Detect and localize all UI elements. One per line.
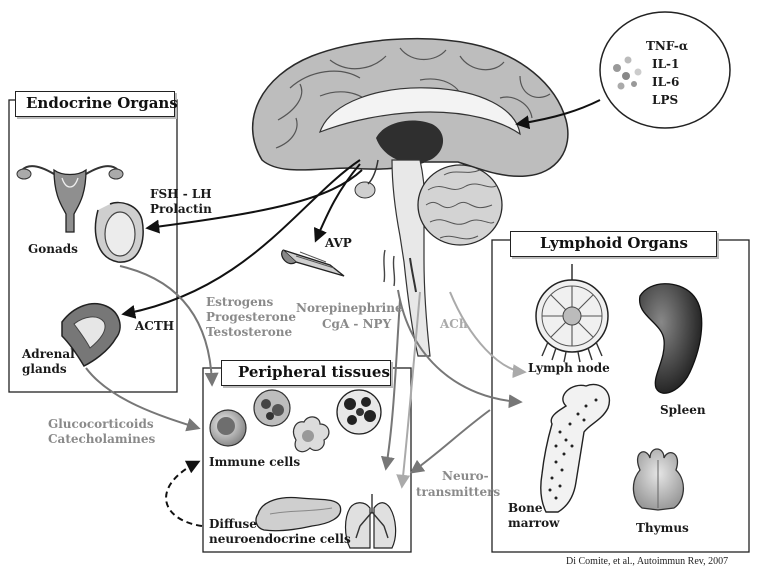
diffuse-label-line2: neuroendocrine cells — [209, 532, 351, 546]
cytokine-circle — [599, 11, 731, 129]
arrow-gonads-peripheral — [119, 265, 219, 387]
neuro-label: Neuro- — [442, 469, 489, 483]
ach-label: ACh — [440, 317, 468, 331]
gyri-lines — [275, 47, 551, 149]
thymus-label: Thymus — [636, 521, 689, 535]
norepinephrine-label: Norepinephrine — [296, 301, 403, 315]
thymus-illustration — [632, 448, 684, 511]
spinal-cord — [409, 257, 417, 293]
pituitary — [354, 181, 376, 199]
pituitary-stalk — [367, 159, 379, 185]
progesterone-label: Progesterone — [206, 310, 296, 324]
arrow-ne-lymphoid — [397, 289, 523, 409]
lymph-node-label: Lymph node — [528, 361, 610, 375]
cytokine-particles — [613, 56, 642, 90]
endocrine-title: Endocrine Organs — [26, 94, 178, 112]
cerebellum — [417, 164, 503, 246]
cytokine-il6: IL-6 — [652, 75, 680, 89]
acth-label: ACTH — [135, 319, 175, 333]
diffuse-label-line1: Diffuse — [209, 517, 257, 531]
corpus-callosum — [319, 87, 521, 136]
adrenal-label-line2: glands — [22, 362, 67, 376]
blood-vessel-illustration — [281, 249, 345, 277]
arrow-fsh-lh-gonads — [145, 169, 363, 234]
arrow-adrenal-peripheral — [85, 367, 201, 432]
arrow-ach-lymph — [449, 291, 527, 379]
testis-illustration — [94, 201, 144, 263]
bone-marrow-illustration — [540, 383, 611, 513]
lymphoid-title-box — [510, 231, 717, 257]
spleen-label: Spleen — [660, 403, 706, 417]
arrow-ach-peripheral — [396, 291, 421, 489]
arrow-diffuse-immune-dashed — [165, 460, 203, 527]
endocrine-title-box — [15, 91, 175, 117]
arrows — [85, 99, 601, 527]
pancreas-illustration — [255, 496, 342, 532]
fsh-lh-label: FSH - LH — [150, 187, 212, 201]
spleen-illustration — [639, 283, 703, 394]
catecholamines-label: Catecholamines — [48, 432, 156, 446]
prolactin-label: Prolactin — [150, 202, 212, 216]
immune-cells-illustration — [209, 389, 382, 453]
uterus-illustration — [16, 165, 124, 233]
arrow-neurotransmitters — [409, 409, 491, 474]
cytokine-tnf: TNF-α — [646, 39, 689, 53]
bone-label: Bone — [508, 501, 543, 515]
marrow-label: marrow — [508, 516, 560, 530]
arrow-cytokines-brain — [515, 99, 601, 130]
cytokine-lps: LPS — [652, 93, 679, 107]
lymph-node-illustration — [535, 264, 609, 363]
immune-cells-label: Immune cells — [209, 455, 301, 469]
nerve-left — [383, 249, 396, 287]
adrenal-label-line1: Adrenal — [22, 347, 75, 361]
cga-npy-label: CgA - NPY — [322, 317, 392, 331]
lungs-illustration — [344, 494, 397, 549]
transmitters-label: transmitters — [416, 485, 501, 499]
glucocorticoids-label: Glucocorticoids — [48, 417, 154, 431]
peripheral-title: Peripheral tissues — [238, 363, 390, 381]
peripheral-title-box — [221, 360, 391, 386]
thalamus — [376, 120, 444, 164]
estrogens-label: Estrogens — [206, 295, 274, 309]
avp-label: AVP — [325, 236, 352, 250]
cytokine-il1: IL-1 — [652, 57, 680, 71]
citation: Di Comite, et al., Autoimmun Rev, 2007 — [566, 556, 729, 567]
arrow-avp — [313, 163, 361, 243]
lymphoid-title: Lymphoid Organs — [540, 234, 688, 252]
adrenal-illustration — [61, 302, 121, 367]
gonads-label: Gonads — [28, 242, 78, 256]
arrow-ne-peripheral — [380, 299, 401, 471]
brain-illustration — [252, 37, 569, 357]
testosterone-label: Testosterone — [206, 325, 293, 339]
arrow-acth-adrenal — [121, 159, 361, 319]
